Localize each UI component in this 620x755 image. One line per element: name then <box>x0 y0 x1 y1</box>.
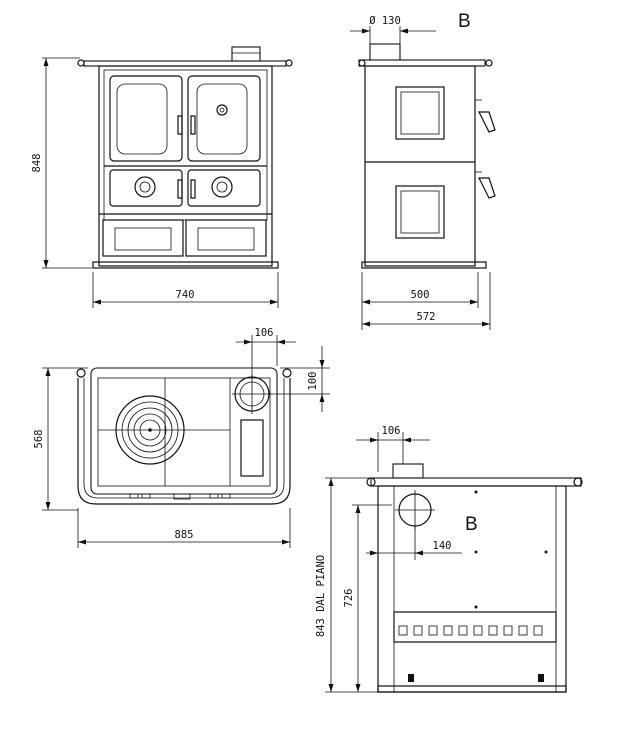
dim-top-flue-offset-x: 106 <box>255 327 274 339</box>
dim-side-base-width: 500 <box>411 289 430 301</box>
front-view: 848 740 <box>31 46 293 308</box>
top-view: 106 100 568 885 <box>33 327 330 548</box>
dim-section-inner-height: 726 <box>343 589 355 608</box>
dim-side-total-width: 572 <box>417 311 436 323</box>
section-mark-side: B <box>458 11 471 32</box>
dim-top-flue-offset-y: 100 <box>307 372 319 391</box>
dim-top-depth: 568 <box>33 430 45 449</box>
dim-front-width: 740 <box>176 289 195 301</box>
dim-section-flue-offset-x: 106 <box>382 425 401 437</box>
dim-section-floor-height: 843 DAL PIANO <box>315 555 327 637</box>
dim-front-height: 848 <box>31 154 43 173</box>
section-mark-b: B <box>465 514 478 535</box>
section-view: 106 B 140 <box>315 425 583 693</box>
dim-section-flue-offset-inner: 140 <box>433 540 452 552</box>
dim-top-width: 885 <box>175 529 194 541</box>
dim-flue-diameter: Ø 130 <box>369 15 401 27</box>
side-view: Ø 130 B 500 572 <box>350 11 496 330</box>
